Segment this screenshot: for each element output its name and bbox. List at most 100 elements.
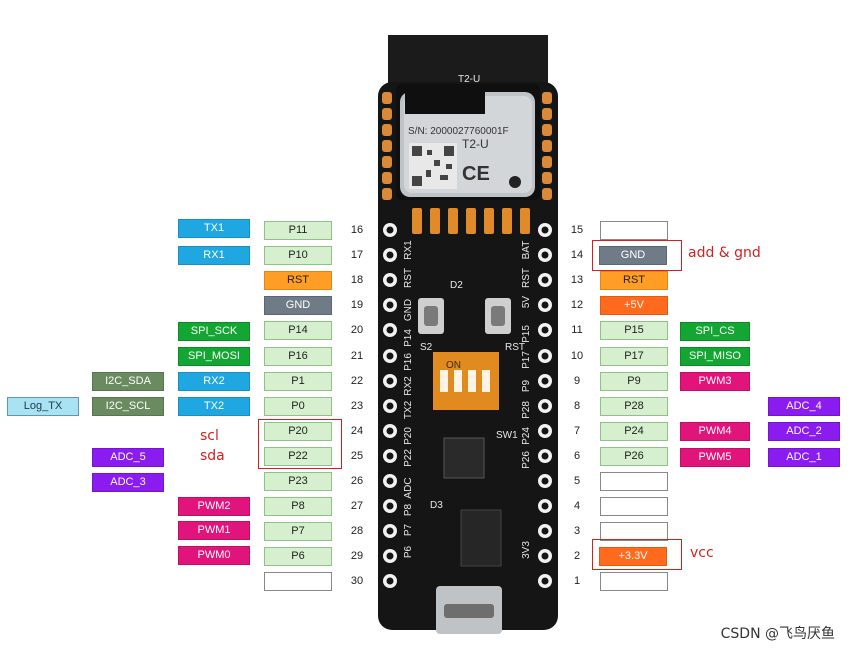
silk-p17: P17 (521, 351, 532, 369)
silk-rx2: RX2 (403, 376, 414, 396)
left-pin-number: 22 (350, 375, 364, 387)
pin-hole-center (541, 452, 549, 460)
func-rx1: RX1 (178, 246, 250, 265)
right-pin-4 (600, 497, 668, 516)
silk-rst-btn: RST (505, 342, 525, 353)
pin-hole-center (386, 276, 394, 284)
func-adc-5: ADC_5 (92, 448, 164, 467)
right-pin-13: RST (600, 271, 668, 290)
left-pin-20: P14 (264, 321, 332, 340)
right-pin-number: 6 (573, 450, 581, 462)
left-pin-23: P0 (264, 397, 332, 416)
pin-hole-center (541, 301, 549, 309)
right-pin-number: 13 (570, 274, 584, 286)
left-pin-number: 27 (350, 500, 364, 512)
func-tx1: TX1 (178, 219, 250, 238)
left-pin-number: 28 (350, 525, 364, 537)
left-pin-26: P23 (264, 472, 332, 491)
right-pin-number: 3 (573, 525, 581, 537)
silk-p16: P16 (403, 353, 414, 371)
right-pin-9: P9 (600, 372, 668, 391)
module-model: T2-U (462, 137, 489, 151)
module-dot (509, 176, 521, 188)
left-pin-holes (383, 223, 397, 588)
right-pin-number: 12 (570, 299, 584, 311)
right-pin-holes (538, 223, 552, 588)
left-pin-number: 17 (350, 249, 364, 261)
pin-hole-center (386, 427, 394, 435)
left-pin-27: P8 (264, 497, 332, 516)
pin-hole-center (386, 577, 394, 585)
silk-p8: P8 (403, 503, 414, 516)
func-pwm4: PWM4 (680, 422, 750, 441)
silk-d2: D2 (450, 280, 463, 291)
silk-p15: P15 (521, 325, 532, 343)
pin-hole-center (386, 502, 394, 510)
silk-rst_r: RST (521, 268, 532, 288)
right-pin-5 (600, 472, 668, 491)
func-pwm0: PWM0 (178, 546, 250, 565)
silk-p20: P20 (403, 427, 414, 445)
pin-hole-center (541, 577, 549, 585)
pin-hole-center (386, 477, 394, 485)
left-pin-29: P6 (264, 547, 332, 566)
left-pin-number: 20 (350, 324, 364, 336)
func-pwm3: PWM3 (680, 372, 750, 391)
annotation-add-gnd: add & gnd (688, 245, 761, 261)
silk-p26: P26 (521, 451, 532, 469)
pin-hole-center (386, 251, 394, 259)
right-pin-number: 4 (573, 500, 581, 512)
silk-p9: P9 (521, 379, 532, 392)
annotation-scl: scl (200, 428, 219, 444)
pin-hole-center (541, 527, 549, 535)
right-pin-11: P15 (600, 321, 668, 340)
silk-p28: P28 (521, 401, 532, 419)
pin-hole-center (386, 301, 394, 309)
pin-hole-center (541, 276, 549, 284)
right-pin-number: 10 (570, 350, 584, 362)
func-spi-cs: SPI_CS (680, 322, 750, 341)
left-pin-22: P1 (264, 372, 332, 391)
left-pin-number: 26 (350, 475, 364, 487)
left-pin-number: 30 (350, 575, 364, 587)
func-pwm2: PWM2 (178, 497, 250, 516)
silk-p22: P22 (403, 449, 414, 467)
right-pin-14: GND (599, 246, 667, 265)
right-pin-3 (600, 522, 668, 541)
ce-mark: CE (462, 163, 490, 185)
silk-p6: P6 (403, 545, 414, 558)
left-pin-number: 16 (350, 224, 364, 236)
right-pin-7: P24 (600, 422, 668, 441)
right-pin-number: 1 (573, 575, 581, 587)
func-adc-2: ADC_2 (768, 422, 840, 441)
left-pin-16: P11 (264, 221, 332, 240)
silk-gnd: GND (403, 299, 414, 321)
silk-sw1: SW1 (496, 430, 518, 441)
silk-p14: P14 (403, 329, 414, 347)
pin-hole-center (541, 377, 549, 385)
left-pin-24: P20 (264, 422, 332, 441)
left-pin-19: GND (264, 296, 332, 315)
func-pwm1: PWM1 (178, 521, 250, 540)
chip (443, 437, 485, 479)
silk-bat: BAT (521, 241, 532, 260)
silk-on: ON (446, 360, 461, 371)
func-adc-3: ADC_3 (92, 473, 164, 492)
right-pin-number: 2 (573, 550, 581, 562)
silk-adc: ADC (403, 477, 414, 498)
watermark: CSDN @飞鸟厌鱼 (720, 626, 835, 642)
func-pwm5: PWM5 (680, 448, 750, 467)
left-pin-21: P16 (264, 347, 332, 366)
pin-hole-center (386, 226, 394, 234)
func-spi-mosi: SPI_MOSI (178, 347, 250, 366)
left-pin-30 (264, 572, 332, 591)
silk-p7: P7 (403, 523, 414, 536)
pin-hole-center (541, 477, 549, 485)
right-pin-12: +5V (600, 296, 668, 315)
pin-hole-center (386, 527, 394, 535)
left-pin-17: P10 (264, 246, 332, 265)
pin-hole-center (386, 452, 394, 460)
right-pin-number: 5 (573, 475, 581, 487)
func-spi-miso: SPI_MISO (680, 347, 750, 366)
